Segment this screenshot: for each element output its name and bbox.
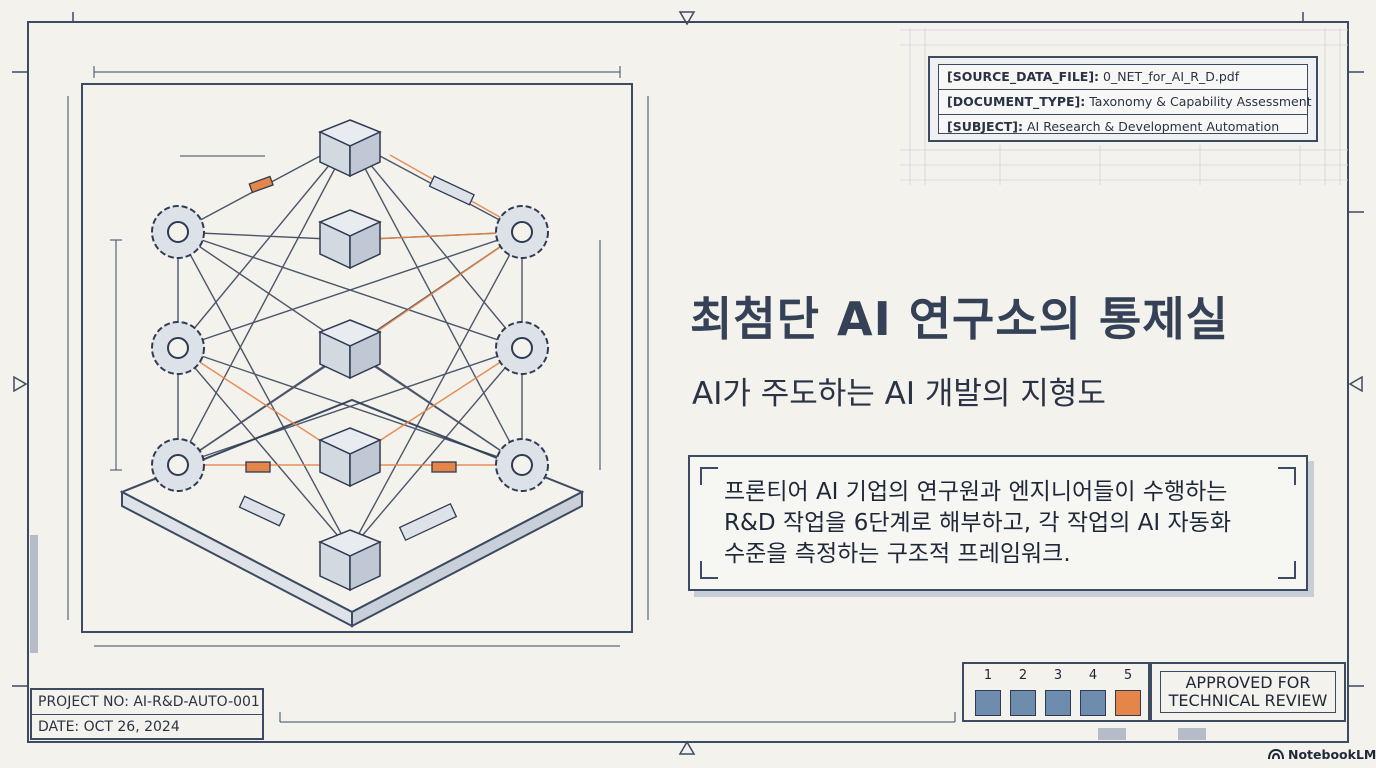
- approval-stamp: APPROVED FOR TECHNICAL REVIEW: [1150, 662, 1346, 722]
- right-marker-icon: [1348, 375, 1363, 393]
- step-5: 5: [1114, 668, 1142, 716]
- step-number: 5: [1123, 668, 1133, 683]
- description-line: 프론티어 AI 기업의 연구원과 엔지니어들이 수행하는: [724, 479, 1228, 505]
- meta-value-source: 0_NET_for_AI_R_D.pdf: [1103, 69, 1240, 84]
- step-number: 1: [983, 668, 993, 683]
- step-2: 2: [1009, 668, 1037, 716]
- cube-top: [318, 119, 382, 178]
- step-number: 3: [1053, 668, 1063, 683]
- bottom-marker-icon: [678, 740, 696, 755]
- step-box: [1080, 690, 1106, 716]
- meta-row-doctype: [DOCUMENT_TYPE]: Taxonomy & Capability A…: [939, 90, 1312, 115]
- corner-mark-icon: [700, 467, 718, 485]
- meta-key-doctype: [DOCUMENT_TYPE]:: [947, 94, 1086, 109]
- corner-mark-icon: [1278, 467, 1296, 485]
- notebooklm-logo-icon: [1268, 748, 1284, 760]
- meta-value-subject: AI Research & Development Automation: [1026, 119, 1280, 134]
- description-box: 프론티어 AI 기업의 연구원과 엔지니어들이 수행하는 R&D 작업을 6단계…: [688, 455, 1308, 591]
- step-3: 3: [1044, 668, 1072, 716]
- meta-key-subject: [SUBJECT]:: [947, 119, 1023, 134]
- step-box: [975, 690, 1001, 716]
- step-box-active: [1115, 690, 1141, 716]
- page-subtitle: AI가 주도하는 AI 개발의 지형도: [692, 376, 1106, 412]
- meta-row-source: [SOURCE_DATA_FILE]: 0_NET_for_AI_R_D.pdf: [939, 65, 1307, 90]
- left-marker-icon: [13, 375, 28, 393]
- brand-label: NotebookLM: [1288, 746, 1376, 762]
- meta-key-source: [SOURCE_DATA_FILE]:: [947, 69, 1100, 84]
- step-number: 4: [1088, 668, 1098, 683]
- step-box: [1045, 690, 1071, 716]
- step-box: [1010, 690, 1036, 716]
- page-title: 최첨단 AI 연구소의 통제실: [690, 292, 1229, 346]
- description-line: R&D 작업을 6단계로 해부하고, 각 작업의 AI 자동화: [724, 510, 1231, 536]
- description-text: 프론티어 AI 기업의 연구원과 엔지니어들이 수행하는 R&D 작업을 6단계…: [724, 477, 1231, 570]
- step-4: 4: [1079, 668, 1107, 716]
- metadata-table: [SOURCE_DATA_FILE]: 0_NET_for_AI_R_D.pdf…: [938, 64, 1312, 134]
- notebooklm-watermark: NotebookLM: [1268, 744, 1376, 764]
- project-info: PROJECT NO: AI-R&D-AUTO-001 DATE: OCT 26…: [30, 688, 264, 740]
- step-number: 2: [1018, 668, 1028, 683]
- metadata-panel: [SOURCE_DATA_FILE]: 0_NET_for_AI_R_D.pdf…: [928, 56, 1318, 142]
- corner-mark-icon: [700, 561, 718, 579]
- project-number: PROJECT NO: AI-R&D-AUTO-001: [32, 690, 262, 715]
- corner-mark-icon: [1278, 561, 1296, 579]
- top-marker-icon: [678, 11, 696, 26]
- approval-text: APPROVED FOR TECHNICAL REVIEW: [1160, 671, 1336, 713]
- description-line: 수준을 측정하는 구조적 프레임워크.: [724, 541, 1071, 567]
- meta-row-subject: [SUBJECT]: AI Research & Development Aut…: [939, 115, 1307, 139]
- step-indicator: 1 2 3 4 5: [962, 662, 1150, 722]
- project-date: DATE: OCT 26, 2024: [38, 719, 180, 735]
- step-1: 1: [974, 668, 1002, 716]
- meta-value-doctype: Taxonomy & Capability Assessment: [1089, 94, 1312, 109]
